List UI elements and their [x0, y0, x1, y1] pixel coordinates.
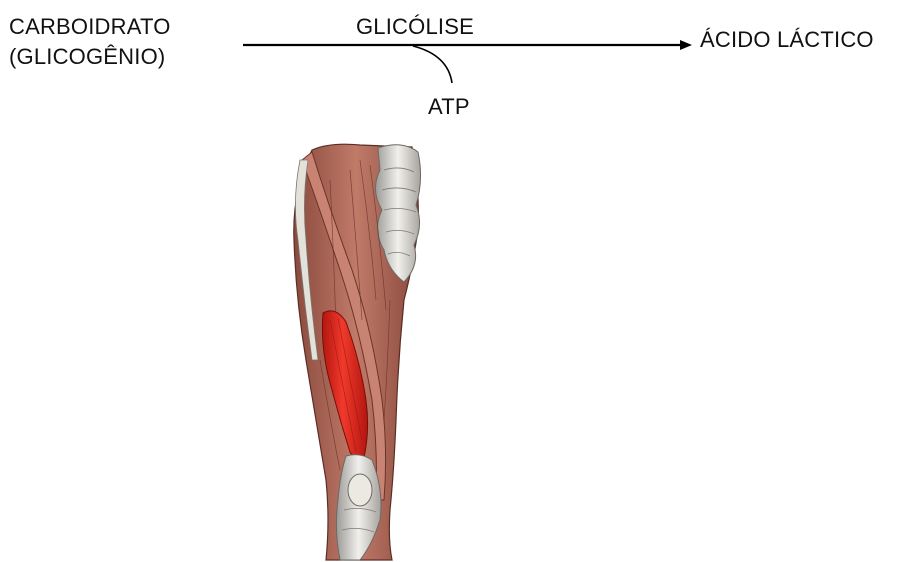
atp-branch-curve: [413, 46, 452, 83]
carbohydrate-label: CARBOIDRATO: [9, 16, 171, 38]
thigh-muscle-illustration: [294, 144, 421, 560]
glycogen-label: (GLICOGÊNIO): [9, 46, 165, 68]
glycolysis-label: GLICÓLISE: [356, 16, 474, 38]
lactic-acid-label: ÁCIDO LÁCTICO: [700, 29, 874, 51]
patella: [348, 474, 372, 506]
reaction-arrow: [243, 40, 692, 50]
atp-label: ATP: [428, 96, 470, 118]
